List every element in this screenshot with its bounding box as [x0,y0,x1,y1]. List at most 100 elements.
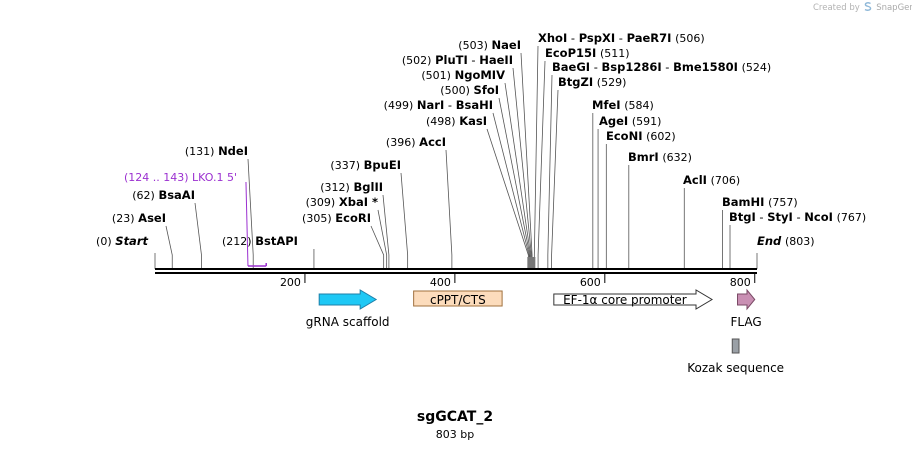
enzyme-label: (23) AseI [112,211,166,225]
enzyme-position: (499) [384,99,414,112]
enzyme-separator: - [590,60,601,74]
enzyme-position: (305) [302,212,332,225]
enzyme-label: EcoP15I (511) [545,46,630,60]
feature-label: FLAG [731,315,762,329]
enzyme-position: (524) [742,61,772,74]
enzyme-position: (602) [646,130,676,143]
enzyme-name: NgoMIV [455,68,505,82]
enzyme-label: (396) AccI [386,135,446,149]
enzyme-label: AgeI (591) [599,114,661,128]
enzyme-position: (511) [600,47,630,60]
site-connector [377,209,388,269]
enzyme-name: End [757,234,782,248]
enzyme-site: BtgZI (529) [551,75,627,269]
enzyme-label: (499) NarI - BsaHI [384,98,493,112]
enzyme-position: (502) [402,54,432,67]
enzyme-separator: - [468,53,479,67]
restriction-sites: (0) Start (23) AseI(62) BsaAI (131) NdeI (2… [96,31,866,269]
primer-name: LKO.1 5' [192,171,237,184]
enzyme-position: (23) [112,212,135,225]
ruler-tick-label: 800 [730,276,751,289]
site-connector [533,45,539,269]
enzyme-position: (0) [96,235,112,248]
enzyme-name: BglII [354,180,384,194]
enzyme-name: Bme1580I [673,60,738,74]
enzyme-name: BtgZI [558,75,593,89]
enzyme-label: (305) EcoRI [302,211,371,225]
enzyme-site: BaeGI - Bsp1286I - Bme1580I (524) [547,60,772,269]
feature-label: gRNA scaffold [306,315,390,329]
enzyme-name: NaeI [492,38,521,52]
enzyme-position: (591) [632,115,662,128]
enzyme-name: StyI [767,210,793,224]
enzyme-label: EcoNI (602) [606,129,676,143]
primer-connector [245,181,249,267]
enzyme-position: (584) [624,99,654,112]
enzyme-name: Start [115,234,148,248]
feature-box [731,338,740,354]
enzyme-site: (212) BstAPI [222,234,315,269]
enzyme-name: EcoP15I [545,46,596,60]
enzyme-position: (632) [662,151,692,164]
feature: Kozak sequence [687,338,784,375]
enzyme-position: (803) [785,235,815,248]
enzyme-name: PspXI [579,31,615,45]
site-connector [400,172,409,269]
site-connector [165,225,173,269]
ruler-tick-label: 600 [580,276,601,289]
feature: EF-1α core promoter [553,289,713,310]
ruler-tick-label: 400 [430,276,451,289]
enzyme-site: BamHI (757) [722,195,798,269]
enzyme-site: (312) BglII [320,180,390,269]
feature: cPPT/CTS [413,290,503,307]
enzyme-site: (23) AseI [112,211,173,269]
enzyme-label: (131) NdeI [185,144,248,158]
site-connector [194,202,202,269]
site-connector [551,89,559,269]
features: gRNA scaffold cPPT/CTS EF-1α core promoter… [306,288,784,375]
feature-label: Kozak sequence [687,361,784,375]
feature-label: cPPT/CTS [430,293,486,307]
enzyme-label: (498) KasI [426,114,487,128]
enzyme-position: (529) [597,76,627,89]
enzyme-label: BtgI - StyI - NcoI (767) [729,210,866,224]
enzyme-label: (212) BstAPI [222,234,298,248]
site-cluster-marker [527,257,536,269]
enzyme-site: End (803) [756,234,815,269]
enzyme-label: (309) XbaI * [306,195,378,209]
enzyme-label: (500) SfoI [440,83,499,97]
feature-box [413,290,503,307]
enzyme-position: (309) [306,196,336,209]
enzyme-separator: - [756,210,767,224]
enzyme-position: (62) [132,189,155,202]
feature-arrow [553,289,713,310]
enzyme-name: XhoI [538,31,567,45]
primer-label: (124 .. 143) LKO.1 5' [124,171,237,184]
primer-lko1: (124 .. 143) LKO.1 5' [124,171,267,267]
site-connector [370,225,385,269]
feature-label: EF-1α core promoter [563,293,687,307]
enzyme-name: MfeI [592,98,621,112]
enzyme-name: AccI [419,135,446,149]
enzyme-site: (62) BsaAI [132,188,202,269]
enzyme-label: (337) BpuEI [330,158,401,172]
enzyme-position: (131) [185,145,215,158]
enzyme-name: NarI [417,98,444,112]
enzyme-name: NdeI [218,144,248,158]
enzyme-site: EcoP15I (511) [537,46,630,269]
enzyme-site: AgeI (591) [597,114,661,269]
enzyme-name: HaeII [479,53,513,67]
enzyme-position: (706) [711,174,741,187]
sequence-map: (0) Start (23) AseI(62) BsaAI (131) NdeI (2… [96,31,866,375]
primer-range: (124 .. 143) [124,171,192,184]
enzyme-position: (212) [222,235,252,248]
feature-arrow [737,288,756,311]
enzyme-separator: - [567,31,578,45]
enzyme-site: MfeI (584) [592,98,654,269]
enzyme-name: AclI [683,173,707,187]
enzyme-site: EcoNI (602) [605,129,676,269]
enzyme-name: BmrI [628,150,659,164]
enzyme-site: BtgI - StyI - NcoI (767) [729,210,866,269]
site-connector [247,158,254,269]
